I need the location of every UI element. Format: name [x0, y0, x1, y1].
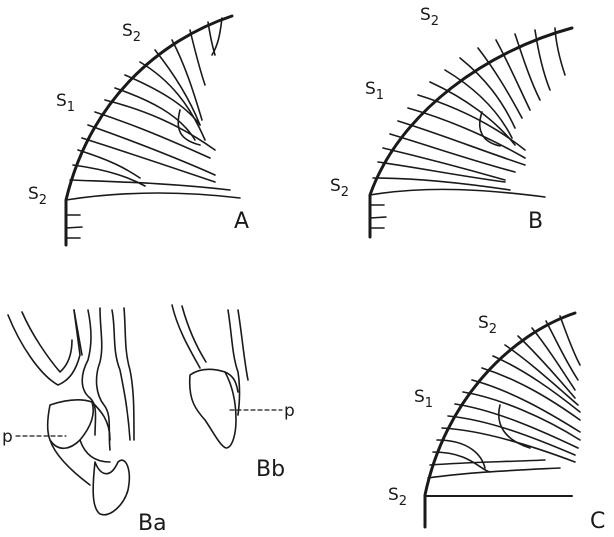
panel-c-rays [428, 316, 580, 478]
panel-c-letter: C [590, 509, 605, 534]
panel-ba-letter: Ba [138, 511, 167, 536]
panel-ba: p Ba [2, 308, 167, 536]
panel-a-arc [66, 16, 232, 245]
panel-ba-pointer-label: p [2, 427, 13, 447]
panel-b-s1: S1 [365, 79, 384, 103]
panel-a: S2 S1 S2 A [28, 16, 249, 245]
panel-b-rays [370, 28, 565, 228]
panel-c-s1: S1 [414, 387, 433, 411]
panel-b-s2-top: S2 [420, 5, 439, 29]
panel-a-s2-bottom: S2 [28, 184, 47, 208]
panel-b-arc [370, 28, 572, 237]
panel-bb-pointer-label: p [284, 401, 295, 421]
panel-c-s2-top: S2 [478, 313, 497, 337]
panel-c-arc [425, 313, 575, 527]
panel-a-rays [66, 18, 240, 238]
panel-bb-cell-outlines [172, 305, 248, 448]
panel-c-s2-bottom: S2 [388, 485, 407, 509]
panel-bb: p Bb [172, 305, 295, 482]
panel-a-s2-top: S2 [122, 21, 141, 45]
panel-b-s2-bottom: S2 [330, 176, 349, 200]
panel-c: S2 S1 S2 C [388, 313, 605, 534]
panel-bb-letter: Bb [256, 457, 285, 482]
panel-a-s1: S1 [56, 91, 75, 115]
panel-a-letter: A [234, 209, 249, 234]
panel-b: S2 S1 S2 B [330, 5, 572, 237]
panel-b-letter: B [528, 209, 543, 234]
panel-ba-cell-outlines [8, 308, 134, 515]
